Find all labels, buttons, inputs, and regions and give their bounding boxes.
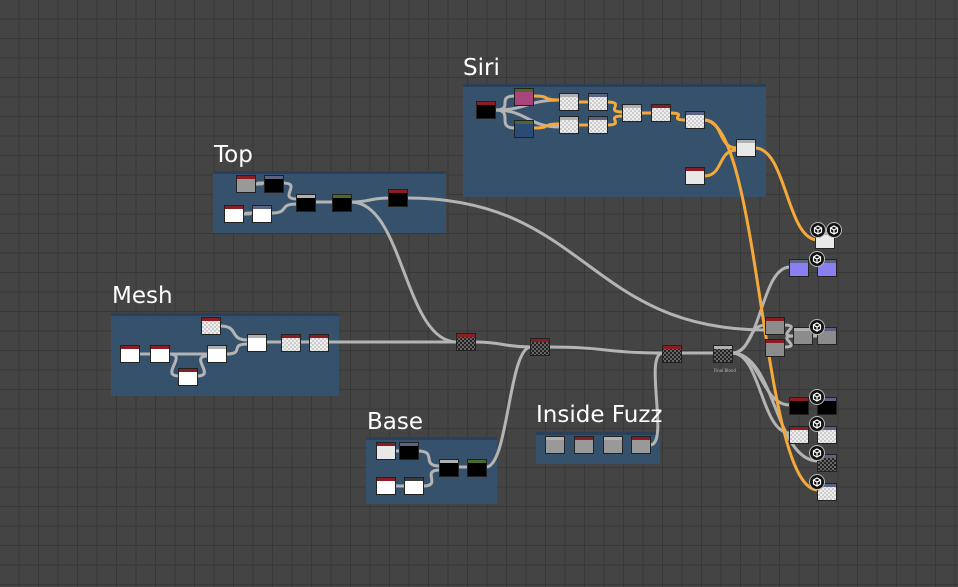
frame-title-inside-fuzz[interactable]: Inside Fuzz bbox=[536, 402, 663, 428]
siri-input-node[interactable] bbox=[476, 101, 496, 119]
fuzz-node[interactable] bbox=[545, 436, 565, 454]
connection-wire[interactable] bbox=[782, 323, 796, 338]
base-node[interactable] bbox=[404, 477, 424, 495]
connection-wire[interactable] bbox=[218, 324, 250, 342]
node[interactable] bbox=[789, 397, 809, 415]
connection-wire[interactable] bbox=[547, 345, 665, 355]
connection-wire[interactable] bbox=[167, 352, 181, 378]
active-connection-wire[interactable] bbox=[702, 118, 820, 492]
output-cube-icon bbox=[809, 474, 825, 490]
active-connection-wire[interactable] bbox=[531, 94, 562, 102]
active-connection-wire[interactable] bbox=[753, 146, 820, 242]
top-node[interactable] bbox=[264, 175, 284, 193]
active-connection-wire[interactable] bbox=[605, 114, 625, 127]
mesh-node[interactable] bbox=[281, 334, 301, 352]
frame-title-siri[interactable]: Siri bbox=[463, 55, 500, 81]
siri-node[interactable] bbox=[685, 111, 705, 129]
output-cube-icon bbox=[809, 445, 825, 461]
siri-node[interactable] bbox=[588, 116, 608, 134]
final-blend-node[interactable] bbox=[713, 345, 733, 363]
active-connection-wire[interactable] bbox=[702, 148, 739, 178]
base-node[interactable] bbox=[439, 459, 459, 477]
fuzz-node[interactable] bbox=[603, 436, 623, 454]
connection-wire[interactable] bbox=[416, 449, 442, 468]
connection-wire[interactable] bbox=[421, 468, 442, 488]
siri-node[interactable] bbox=[559, 116, 579, 134]
output-cube-icon bbox=[809, 251, 825, 267]
siri-blend-node[interactable] bbox=[622, 104, 642, 122]
base-node[interactable] bbox=[376, 442, 396, 460]
output-cube-icon bbox=[810, 222, 826, 238]
siri-node[interactable] bbox=[588, 93, 608, 111]
siri-pink-node[interactable] bbox=[514, 88, 534, 106]
mesh-noise-node[interactable] bbox=[201, 317, 221, 335]
output-cube-icon bbox=[809, 416, 825, 432]
base-node[interactable] bbox=[467, 459, 487, 477]
connection-wire[interactable] bbox=[405, 196, 768, 332]
mesh-node[interactable] bbox=[207, 345, 227, 363]
top-node[interactable] bbox=[388, 189, 408, 207]
output-cube-icon bbox=[826, 222, 842, 238]
top-node[interactable] bbox=[296, 194, 316, 212]
fuzz-node[interactable] bbox=[631, 436, 651, 454]
connection-wire[interactable] bbox=[730, 351, 820, 463]
node[interactable] bbox=[789, 426, 809, 444]
frame-title-base[interactable]: Base bbox=[367, 409, 424, 435]
connection-wire[interactable] bbox=[253, 181, 267, 186]
frame-title-top[interactable]: Top bbox=[214, 142, 253, 168]
siri-node[interactable] bbox=[559, 93, 579, 111]
siri-node[interactable] bbox=[685, 167, 705, 185]
siri-output-blend-node[interactable] bbox=[736, 139, 756, 157]
mesh-node[interactable] bbox=[120, 345, 140, 363]
connection-wire[interactable] bbox=[484, 345, 533, 469]
connection-wire[interactable] bbox=[349, 200, 459, 344]
frame-siri[interactable] bbox=[463, 84, 766, 197]
mesh-node[interactable] bbox=[247, 334, 267, 352]
siri-node[interactable] bbox=[651, 104, 671, 122]
blend-node[interactable] bbox=[456, 333, 476, 351]
output-cube-icon bbox=[809, 319, 825, 335]
blend-node[interactable] bbox=[662, 345, 682, 363]
connection-wire[interactable] bbox=[241, 211, 255, 216]
top-node[interactable] bbox=[224, 205, 244, 223]
node[interactable] bbox=[765, 339, 785, 357]
base-node[interactable] bbox=[399, 442, 419, 460]
active-connection-wire[interactable] bbox=[531, 122, 562, 130]
frame-title-mesh[interactable]: Mesh bbox=[112, 283, 173, 309]
node[interactable] bbox=[765, 317, 785, 335]
connection-wire[interactable] bbox=[269, 202, 299, 215]
mesh-node[interactable] bbox=[178, 368, 198, 386]
connection-wire[interactable] bbox=[224, 342, 250, 356]
top-node[interactable] bbox=[252, 205, 272, 223]
output-cube-icon bbox=[809, 389, 825, 405]
active-connection-wire[interactable] bbox=[605, 100, 625, 114]
connection-wire[interactable] bbox=[281, 181, 299, 201]
base-node[interactable] bbox=[376, 477, 396, 495]
top-node[interactable] bbox=[332, 194, 352, 212]
connection-wire[interactable] bbox=[473, 340, 533, 349]
connection-wire[interactable] bbox=[648, 351, 665, 447]
output-opacity-node[interactable] bbox=[817, 426, 837, 444]
top-node[interactable] bbox=[236, 175, 256, 193]
final-blend-label: Final Blend bbox=[714, 368, 736, 373]
fuzz-node[interactable] bbox=[574, 436, 594, 454]
connection-wire[interactable] bbox=[493, 108, 562, 129]
mesh-node[interactable] bbox=[309, 334, 329, 352]
connection-wire[interactable] bbox=[195, 354, 210, 378]
active-connection-wire[interactable] bbox=[668, 111, 688, 122]
node[interactable] bbox=[789, 259, 809, 277]
mesh-node[interactable] bbox=[150, 345, 170, 363]
siri-blue-node[interactable] bbox=[514, 120, 534, 138]
node[interactable] bbox=[793, 327, 813, 345]
blend-node[interactable] bbox=[530, 338, 550, 356]
